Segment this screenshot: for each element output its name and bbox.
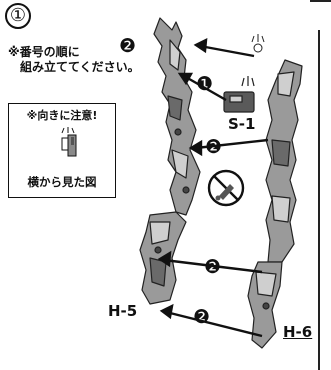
side-view-caption: 横から見た図 xyxy=(27,175,97,189)
orientation-note-box: ※向きに注意! 横から見た図 xyxy=(8,103,116,198)
order-arrows xyxy=(157,37,269,338)
orientation-note-title: ※向きに注意! xyxy=(26,109,98,122)
part-label-h6: H-6 xyxy=(283,323,313,341)
order-marker-2: ❷ xyxy=(193,306,211,328)
assembly-instruction: ※番号の順に 組み立ててください。 xyxy=(8,45,140,75)
order-marker-1: ❶ xyxy=(196,73,214,95)
s1-joint-part xyxy=(223,76,255,113)
page-border-top xyxy=(310,0,331,2)
part-label-s1: S-1 xyxy=(228,115,256,133)
top-small-part xyxy=(251,34,265,53)
right-frame-part xyxy=(247,59,303,349)
order-marker-2: ❷ xyxy=(205,136,223,158)
order-marker-2: ❷ xyxy=(119,35,137,57)
order-marker-2: ❷ xyxy=(204,256,222,278)
instruction-line-2: 組み立ててください。 xyxy=(8,60,140,74)
instruction-line-1: ※番号の順に xyxy=(8,45,80,59)
step-number: ① xyxy=(5,3,31,29)
page-border-right xyxy=(318,30,320,370)
side-view-part-icon xyxy=(61,127,77,157)
part-label-h5: H-5 xyxy=(108,302,138,320)
no-cutting-icon xyxy=(207,169,245,207)
